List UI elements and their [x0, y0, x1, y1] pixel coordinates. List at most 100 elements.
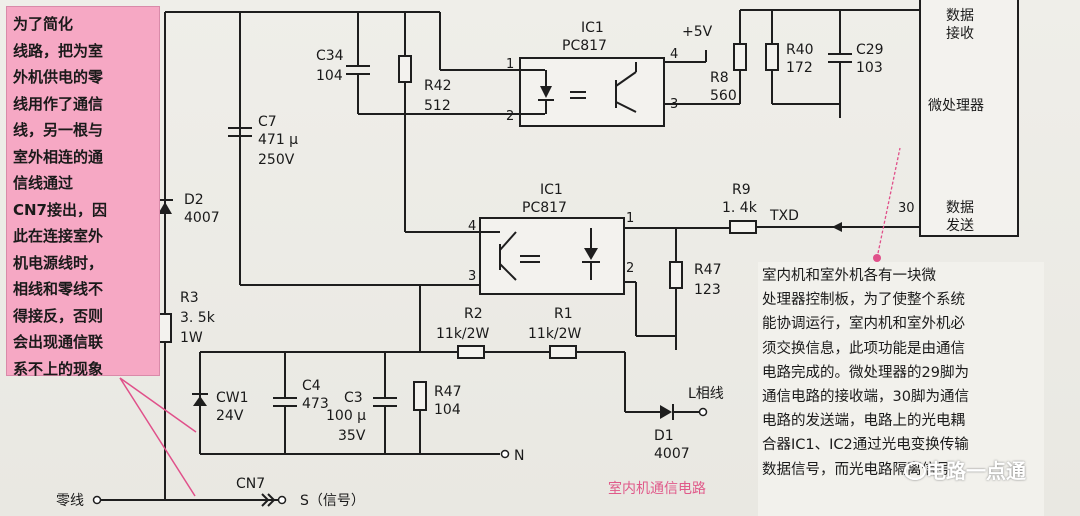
r9-resistor: [729, 220, 757, 234]
r42-resistor: [398, 55, 412, 83]
wechat-icon: [904, 462, 926, 480]
r1-label: R1: [554, 306, 573, 322]
c7-voltage: 250V: [258, 152, 295, 168]
r2-value: 11k/2W: [436, 326, 490, 342]
r40-resistor: [765, 43, 779, 71]
figure-caption: 室内机通信电路: [608, 481, 706, 497]
r2-label: R2: [464, 306, 483, 322]
ic1-top-pin3: 3: [670, 97, 678, 112]
c34-value: 104: [316, 68, 343, 84]
cw1-label: CW1: [216, 390, 249, 406]
r47-bottom-label: R47: [434, 384, 462, 400]
mcu-name: 微处理器: [928, 98, 984, 114]
mcu-recv-line2: 接收: [946, 25, 974, 42]
mcu-recv-line1: 数据: [946, 8, 974, 24]
ic1-bot-pin1: 1: [626, 211, 634, 226]
note-left-line: 线，另一根与: [13, 121, 104, 139]
r8-resistor: [733, 43, 747, 71]
ic1-top-pin2: 2: [506, 109, 514, 124]
l-phase-label: L相线: [688, 386, 724, 402]
note-left-line: 系不上的现象: [13, 359, 104, 378]
note-right-line: 电路完成的。微处理器的29脚为: [762, 364, 969, 381]
pink-arrow-2: [119, 377, 197, 433]
cn7-label: CN7: [236, 476, 265, 492]
c7-value: 471 μ: [258, 132, 298, 148]
note-left-line: 得接反，否则: [13, 306, 104, 325]
ic1-top-optocoupler: [519, 57, 665, 127]
note-left-line: 此在连接室外: [13, 227, 104, 245]
d2-value: 4007: [184, 210, 220, 226]
note-left-line: 为了简化: [13, 15, 74, 33]
d2-label: D2: [184, 192, 204, 208]
note-right-line: 电路的发送端，电路上的光电耦: [762, 413, 965, 430]
r3-resistor: [158, 313, 172, 343]
r3-value: 3. 5k: [180, 310, 216, 326]
c3-value: 100 μ: [326, 408, 366, 424]
watermark: 电路一点通: [926, 459, 1026, 483]
note-right-line: 室内机和室外机各有一块微: [762, 268, 936, 284]
c29-label: C29: [856, 42, 884, 58]
zero-line-label: 零线: [56, 493, 84, 509]
r1-value: 11k/2W: [528, 326, 582, 342]
ic1-top-pin1: 1: [506, 57, 514, 72]
txd-label: TXD: [769, 208, 799, 224]
r42-value: 512: [424, 98, 451, 114]
r8-value: 560: [710, 88, 737, 104]
pink-arrow-1: [119, 377, 196, 497]
r3-power: 1W: [180, 330, 203, 346]
ic1-top-part: PC817: [562, 38, 607, 54]
c4-label: C4: [302, 378, 321, 394]
cw1-zener: [193, 396, 207, 406]
cw1-value: 24V: [216, 408, 244, 424]
note-left-line: 信线通过: [13, 174, 74, 192]
r47-top-value: 123: [694, 282, 721, 298]
note-left-line: 外机供电的零: [13, 68, 104, 86]
r2-resistor: [457, 345, 485, 359]
ic1-bot-pin4: 4: [468, 219, 476, 234]
s-signal-label: S（信号）: [300, 493, 365, 509]
plus5v-label: +5V: [682, 24, 713, 40]
ic1-bottom-label: IC1: [540, 182, 563, 198]
note-right-line: 处理器控制板，为了使整个系统: [762, 292, 965, 309]
note-left-line: 线用作了通信: [13, 94, 104, 113]
note-right-line: 能协调运行，室内机和室外机必: [762, 316, 965, 333]
d1-diode: [660, 405, 672, 419]
note-right-line: 合器IC1、IC2通过光电变换传输: [762, 437, 969, 454]
c7-label: C7: [258, 114, 277, 130]
r3-label: R3: [180, 290, 199, 306]
note-left-line: 相线和零线不: [13, 280, 104, 298]
r40-label: R40: [786, 42, 814, 58]
ic1-top-label: IC1: [581, 20, 604, 36]
r47-top-resistor: [669, 261, 683, 289]
note-left-line: CN7接出，因: [13, 200, 107, 219]
n-label: N: [514, 448, 524, 464]
note-left-line: 会出现通信联: [13, 333, 104, 351]
r9-label: R9: [732, 182, 751, 198]
r40-value: 172: [786, 60, 813, 76]
r8-label: R8: [710, 70, 729, 86]
d2-diode: [158, 202, 172, 214]
ic1-top-pin4: 4: [670, 47, 678, 62]
ic1-bot-pin3: 3: [468, 269, 476, 284]
r42-label: R42: [424, 78, 452, 94]
c3-label: C3: [344, 390, 363, 406]
c4-value: 473: [302, 396, 329, 412]
r9-value: 1. 4k: [722, 200, 758, 216]
c29-value: 103: [856, 60, 883, 76]
r47-top-label: R47: [694, 262, 722, 278]
microprocessor-box: [919, 0, 1019, 237]
note-right: 室内机和室外机各有一块微处理器控制板，为了使整个系统能协调运行，室内机和室外机必…: [758, 262, 1044, 516]
ic1-bottom-part: PC817: [522, 200, 567, 216]
note-right-line: 数据信号，而光电路隔离信号: [762, 461, 951, 478]
c3-voltage: 35V: [338, 428, 366, 444]
ic1-bottom-optocoupler: [479, 217, 625, 295]
note-left-line: 线路，把为室: [13, 41, 104, 60]
note-right-line: 须交换信息，此项功能是由通信: [762, 340, 965, 357]
mcu-send-line2: 发送: [946, 218, 974, 234]
c34-label: C34: [316, 48, 344, 64]
r47-bottom-value: 104: [434, 402, 461, 418]
note-right-line: 通信电路的接收端，30脚为通信: [762, 389, 969, 406]
r47-bottom-resistor: [413, 381, 427, 411]
ic1-bot-pin2: 2: [626, 261, 634, 276]
